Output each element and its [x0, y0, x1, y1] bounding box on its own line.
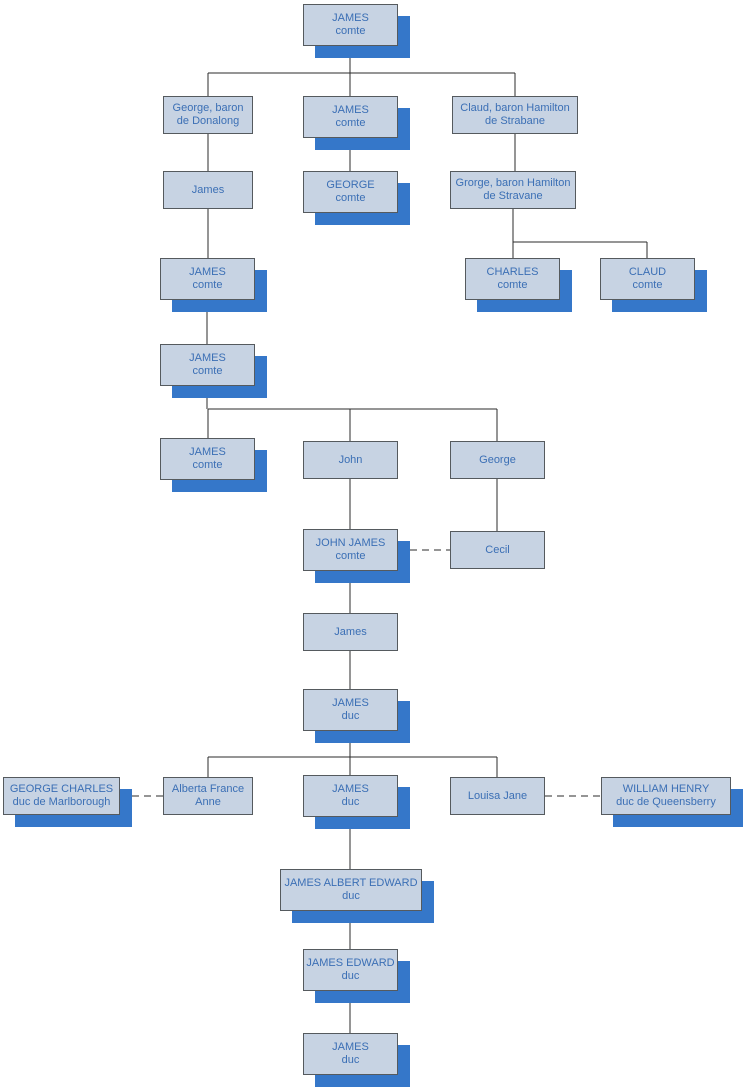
- person-title: comte: [335, 550, 366, 562]
- descent-edge: [206, 386, 498, 441]
- person-title: duc: [341, 970, 360, 982]
- person-name: WILLIAM HENRY: [622, 783, 710, 795]
- person-title: comte: [335, 25, 366, 37]
- person-node[interactable]: James: [303, 613, 398, 651]
- descent-edge: [207, 46, 516, 96]
- person-title: comte: [335, 192, 366, 204]
- person-name: CLAUD: [628, 266, 667, 278]
- person-name: James: [191, 183, 225, 196]
- person-title: comte: [192, 459, 223, 471]
- person-title: comte: [335, 117, 366, 129]
- descent-edge: [512, 209, 648, 258]
- person-title: duc: [341, 1054, 360, 1066]
- person-name: JAMES: [189, 446, 226, 458]
- person-title: comte: [632, 279, 663, 291]
- person-title: duc: [341, 710, 360, 722]
- person-title: duc de Queensberry: [616, 796, 716, 808]
- person-title: duc: [342, 890, 360, 902]
- person-name: JAMES: [189, 352, 226, 364]
- person-node[interactable]: James: [163, 171, 253, 209]
- person-title: comte: [497, 279, 528, 291]
- person-node[interactable]: Louisa Jane: [450, 777, 545, 815]
- person-title: duc: [341, 796, 360, 808]
- person-name: Claud, baron Hamilton: [460, 102, 570, 114]
- person-name: George, baron: [172, 102, 244, 114]
- person-name: John: [338, 453, 363, 466]
- dashed-marriage-edges: [120, 549, 601, 797]
- person-title: comte: [192, 279, 223, 291]
- person-name: JAMES: [189, 266, 226, 278]
- person-name: Cecil: [485, 543, 510, 556]
- person-name: Grorge, baron Hamilton: [455, 177, 571, 189]
- person-name: Alberta France: [171, 783, 245, 795]
- person-name: James: [334, 625, 367, 638]
- person-name: JAMES: [332, 1041, 369, 1053]
- person-name: GEORGE CHARLES: [9, 783, 114, 795]
- person-name: JAMES: [332, 104, 369, 116]
- person-name: JAMES: [332, 697, 369, 709]
- person-name: GEORGE: [326, 179, 375, 191]
- person-title: de Strabane: [485, 115, 545, 127]
- person-name: JAMES: [332, 783, 369, 795]
- person-title: duc de Marlborough: [12, 796, 111, 808]
- person-title: comte: [192, 365, 223, 377]
- person-node[interactable]: George: [450, 441, 545, 479]
- person-name: Louisa Jane: [467, 789, 528, 802]
- person-node[interactable]: Cecil: [450, 531, 545, 569]
- person-name: JAMES ALBERT EDWARD: [284, 877, 418, 889]
- person-title: de Donalong: [176, 115, 240, 127]
- descent-edge: [207, 731, 498, 777]
- person-name: JAMES EDWARD: [306, 957, 395, 969]
- person-node[interactable]: John: [303, 441, 398, 479]
- person-title: Anne: [195, 796, 221, 808]
- person-name: JAMES: [332, 12, 369, 24]
- person-name: CHARLES: [486, 266, 539, 278]
- person-title: de Stravane: [483, 190, 543, 202]
- person-name: George: [479, 453, 516, 466]
- solid-descent-edges: [206, 46, 648, 1033]
- person-name: JOHN JAMES: [315, 537, 386, 549]
